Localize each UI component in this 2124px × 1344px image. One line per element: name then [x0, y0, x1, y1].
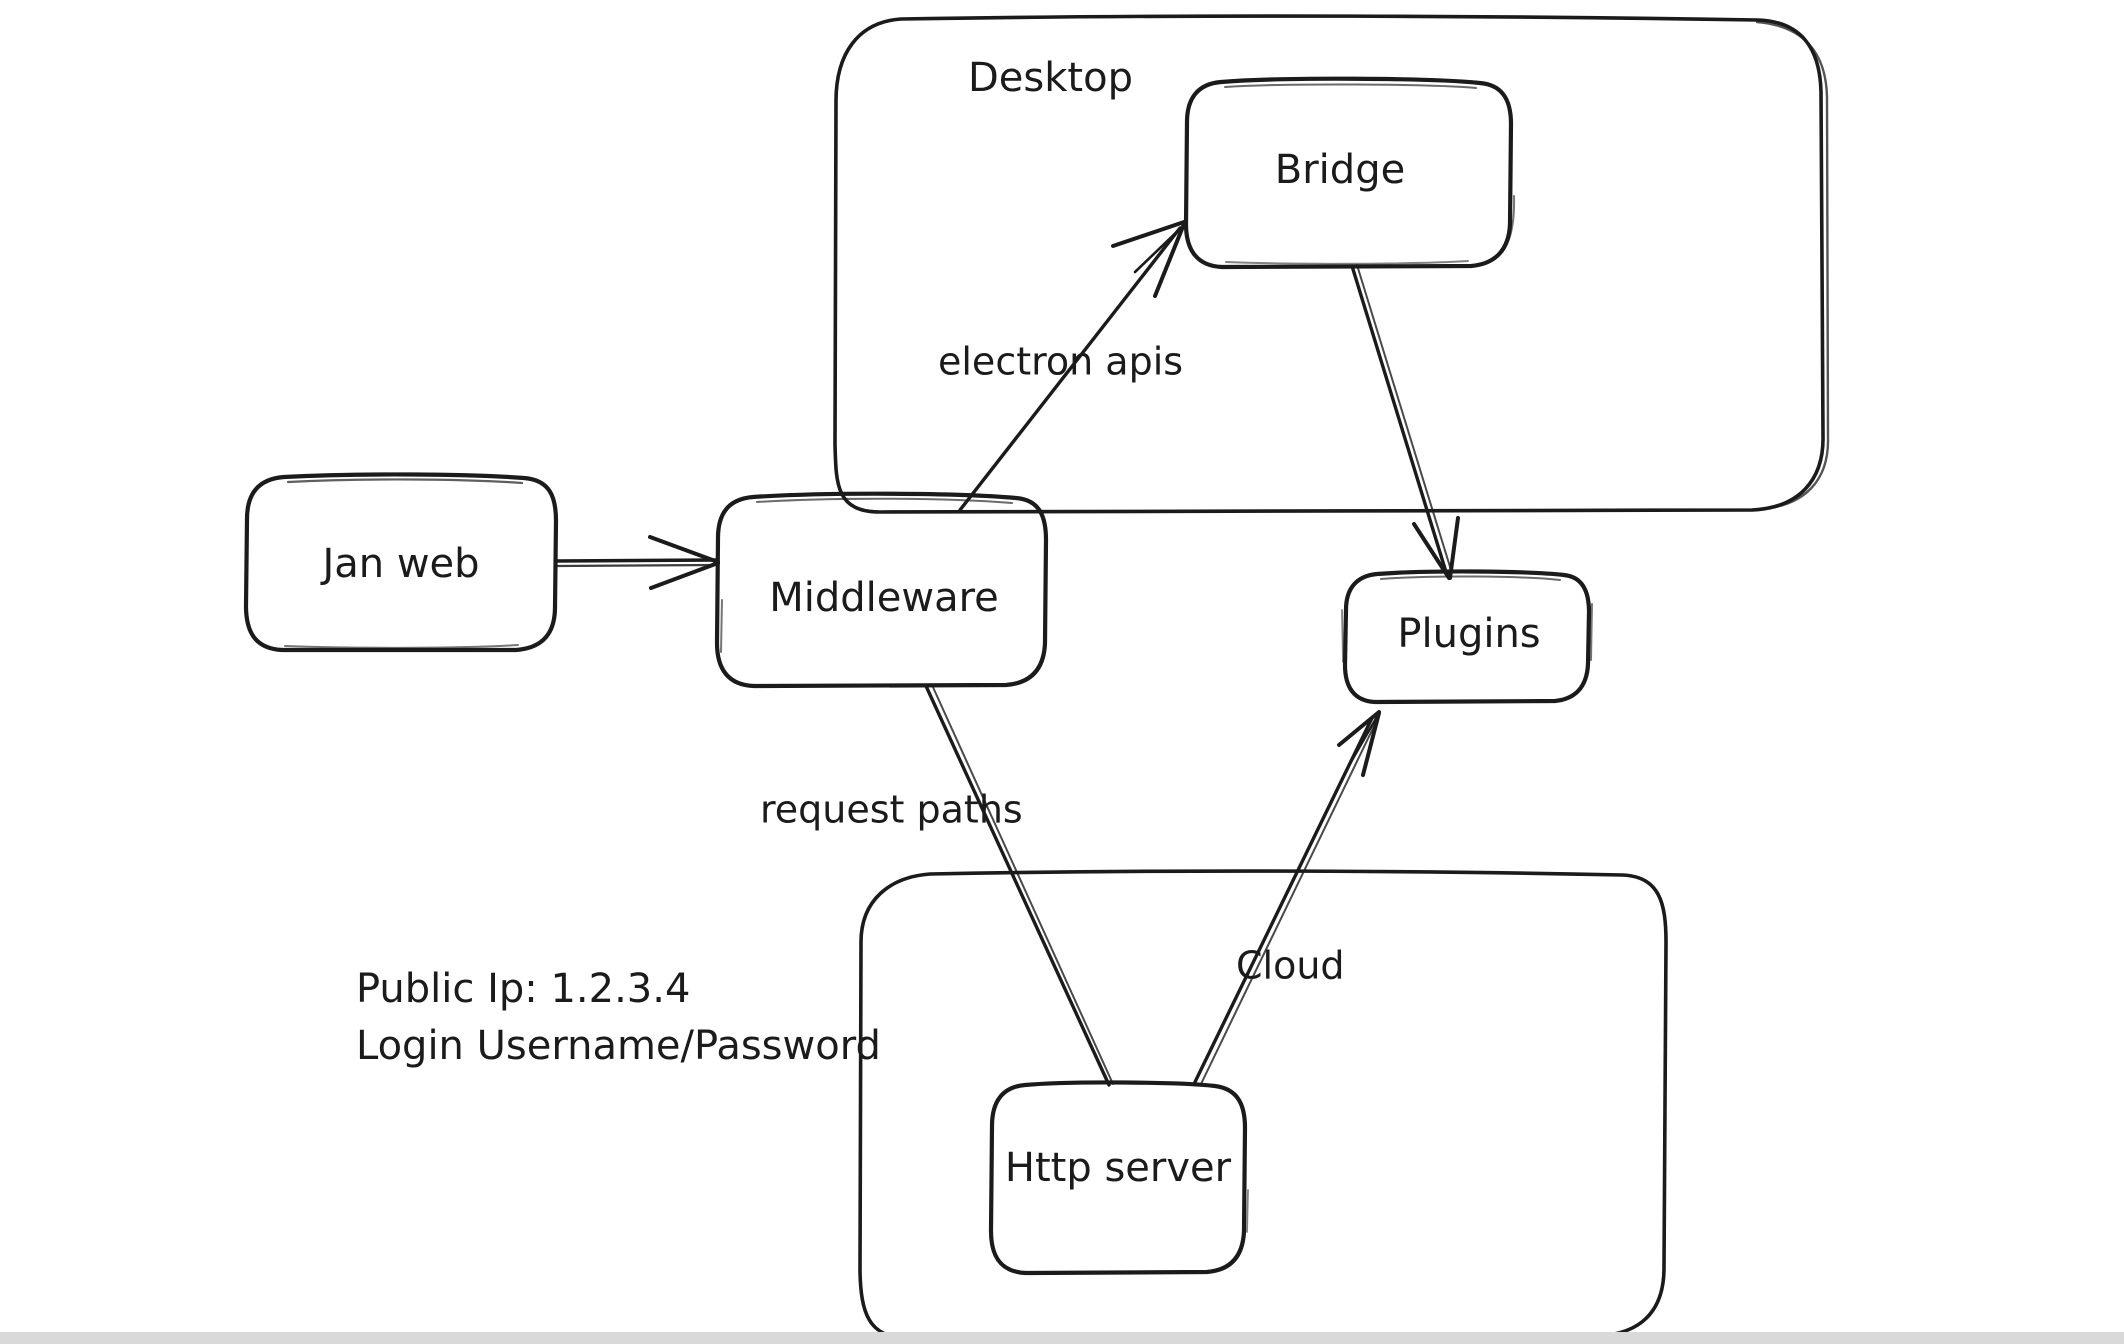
node-jan-web[interactable] — [243, 472, 559, 653]
node-http-server[interactable] — [988, 1080, 1249, 1276]
edge-label-electron-apis: electron apis — [938, 340, 1183, 384]
note-login-credentials: Login Username/Password — [356, 1023, 881, 1069]
node-bridge[interactable] — [1183, 76, 1516, 270]
edge-http-server-to-plugins — [1193, 710, 1381, 1085]
node-label-jan-web: Jan web — [319, 541, 479, 587]
edge-middleware-to-bridge — [958, 220, 1186, 512]
node-label-bridge: Bridge — [1275, 147, 1405, 193]
edge-bridge-to-plugins — [1350, 264, 1460, 580]
bottom-edge-strip — [0, 1332, 2124, 1344]
edge-middleware-to-http-server — [924, 684, 1114, 1087]
edge-label-request-paths: request paths — [760, 788, 1023, 832]
group-desktop — [833, 14, 1830, 514]
edge-label-cloud: Cloud — [1236, 944, 1345, 988]
edge-jan-web-to-middleware — [554, 535, 720, 590]
node-label-http-server: Http server — [1005, 1145, 1232, 1191]
node-label-plugins: Plugins — [1397, 611, 1540, 657]
node-middleware[interactable] — [714, 491, 1049, 689]
node-label-middleware: Middleware — [769, 575, 999, 621]
group-label-desktop: Desktop — [968, 55, 1133, 101]
group-cloud-region — [858, 869, 1668, 1340]
note-public-ip: Public Ip: 1.2.3.4 — [356, 966, 690, 1012]
node-plugins[interactable] — [1341, 569, 1593, 705]
